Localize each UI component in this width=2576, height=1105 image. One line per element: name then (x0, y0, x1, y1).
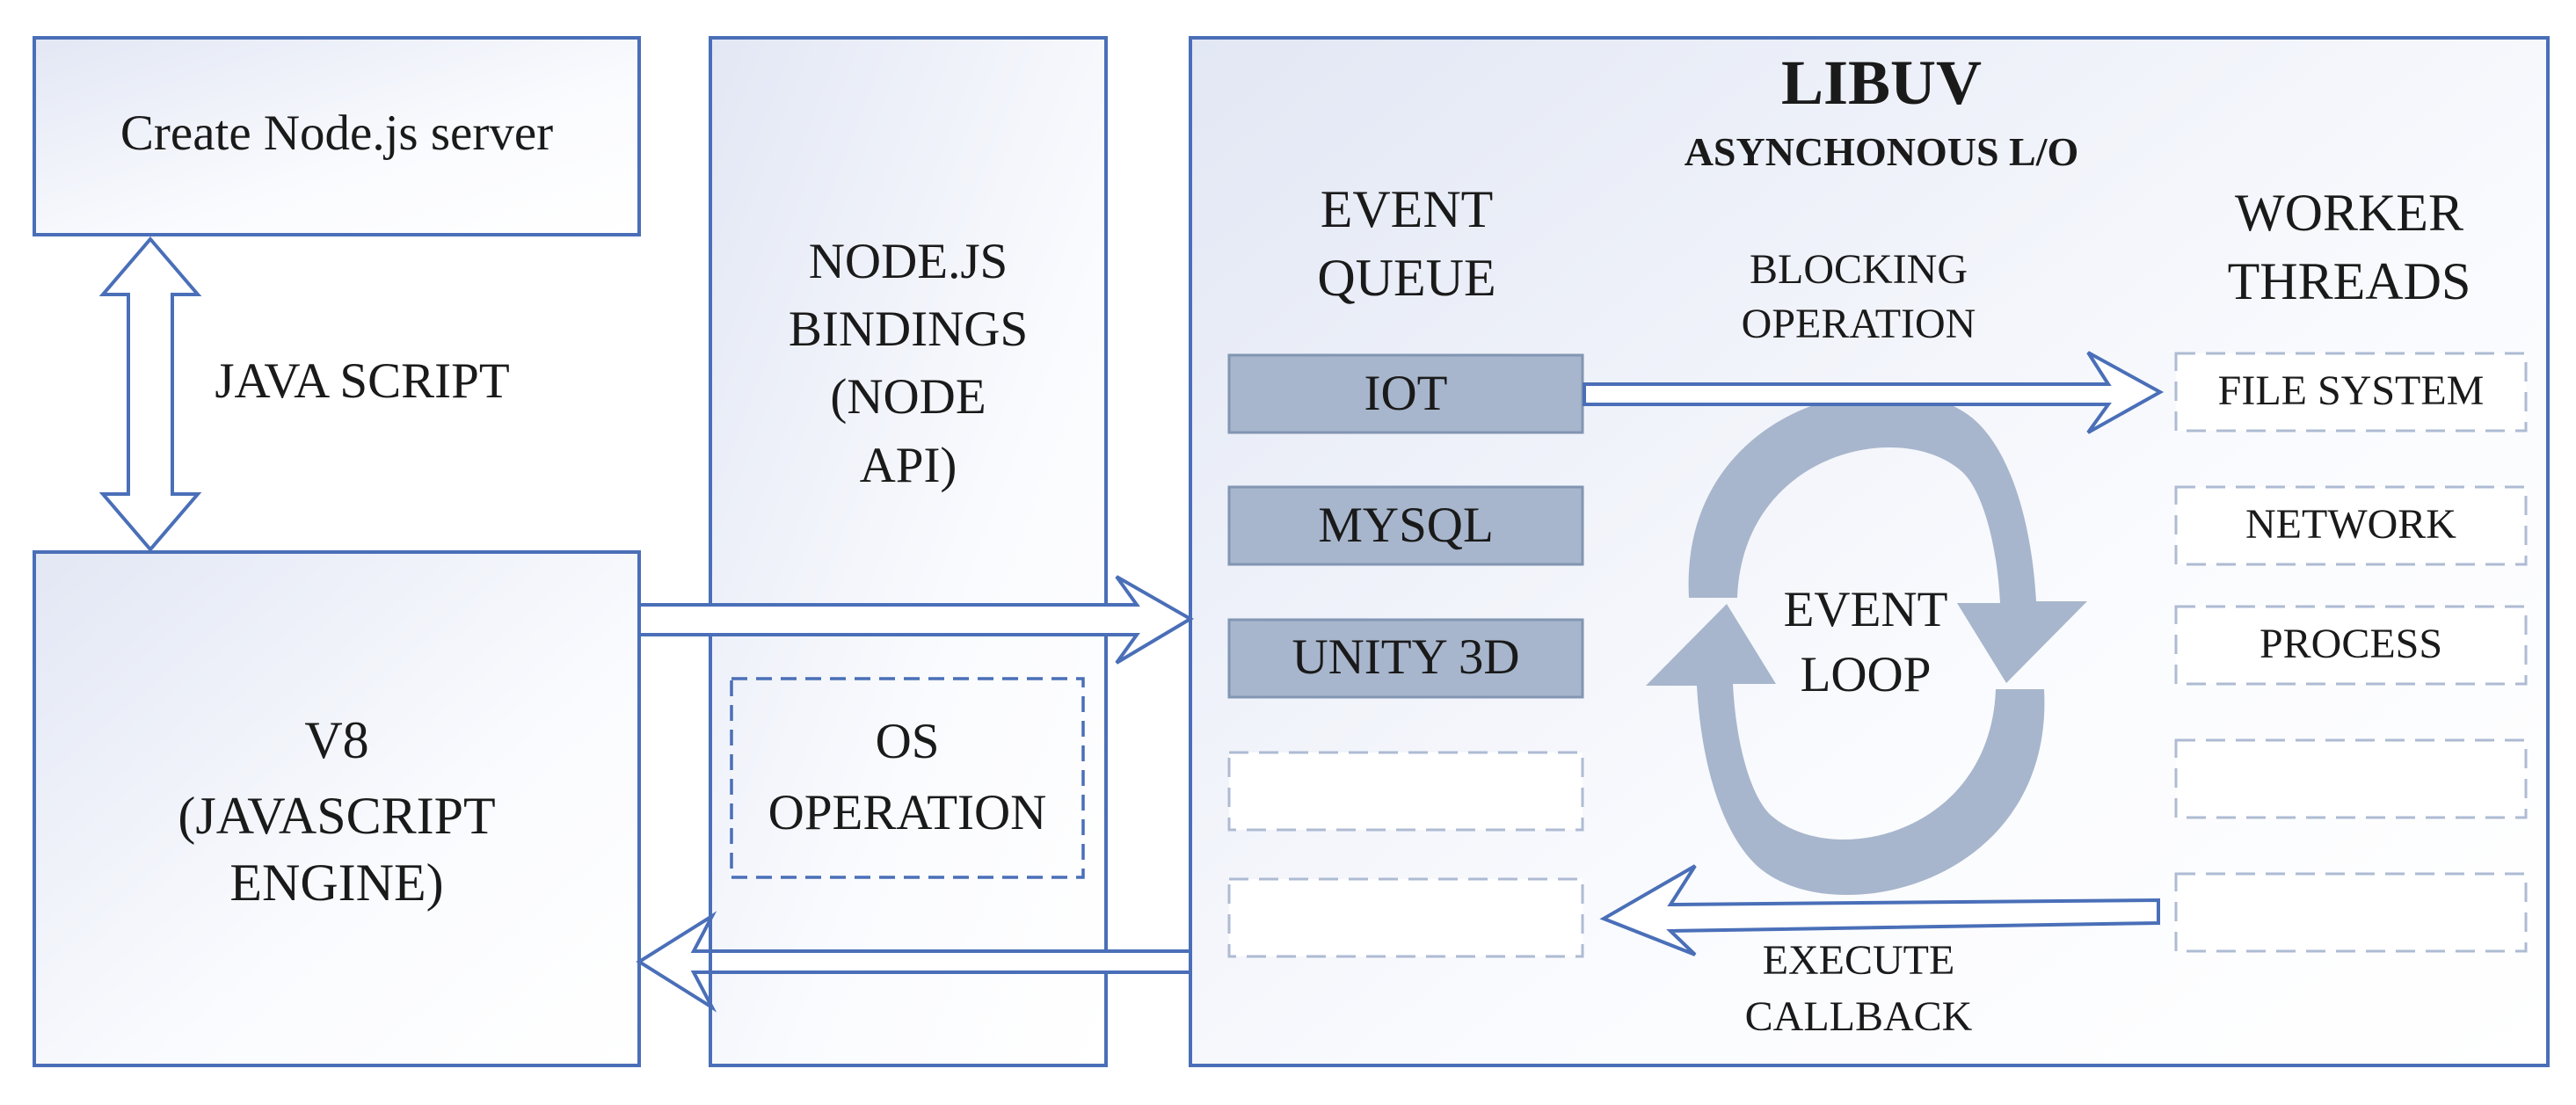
event-queue-empty-slot (1227, 751, 1584, 832)
event-queue-item-label: UNITY 3D (1292, 629, 1519, 685)
blocking-operation-line1: BLOCKING (1750, 246, 1968, 293)
blocking-operation-arrow (1583, 351, 2165, 434)
bindings-line1: NODE.JS (809, 234, 1008, 289)
nodejs-bindings-panel: NODE.JS BINDINGS (NODE API) OS OPERATION (709, 36, 1108, 1067)
v8-title: V8 (304, 711, 368, 769)
worker-thread-empty-slot (2174, 872, 2528, 953)
worker-threads-header-line1: WORKER (2235, 184, 2463, 242)
execute-callback-line1: EXECUTE (1763, 937, 1955, 984)
worker-thread-item-label: NETWORK (2245, 501, 2456, 548)
event-queue-empty-slot (1227, 877, 1584, 958)
os-label-line1: OS (876, 714, 940, 769)
event-queue-item: MYSQL (1227, 485, 1584, 566)
javascript-double-arrow (98, 236, 202, 553)
worker-thread-item-label: FILE SYSTEM (2218, 367, 2485, 414)
worker-thread-item: FILE SYSTEM (2174, 352, 2528, 433)
create-server-label: Create Node.js server (120, 105, 553, 161)
v8-to-libuv-arrow (637, 575, 1194, 665)
libuv-panel: LIBUV ASYNCHONOUS L/O EVENT QUEUE IOT MY… (1189, 36, 2550, 1067)
bindings-line2: BINDINGS (789, 302, 1028, 357)
worker-thread-empty-slot (2174, 738, 2528, 819)
event-queue-header-line2: QUEUE (1317, 249, 1495, 307)
event-loop-line2: LOOP (1801, 647, 1932, 702)
event-queue-item-label: MYSQL (1318, 498, 1494, 553)
blocking-operation-line2: OPERATION (1742, 301, 1976, 347)
event-loop-line1: EVENT (1784, 582, 1948, 637)
worker-thread-item-label: PROCESS (2259, 621, 2442, 667)
v8-subtitle-line1: (JAVASCRIPT (178, 787, 495, 845)
create-server-box: Create Node.js server (33, 36, 641, 236)
libuv-to-v8-arrow (636, 911, 1192, 1013)
worker-thread-item: PROCESS (2174, 605, 2528, 686)
execute-callback-line2: CALLBACK (1745, 993, 1973, 1040)
javascript-label: JAVA SCRIPT (215, 353, 509, 409)
v8-engine-box: V8 (JAVASCRIPT ENGINE) (33, 550, 641, 1067)
event-loop-lower-arrow (1646, 604, 2045, 896)
v8-subtitle-line2: ENGINE) (229, 854, 443, 912)
event-queue-item-label: IOT (1364, 366, 1448, 421)
event-queue-item: UNITY 3D (1227, 618, 1584, 699)
os-label-line2: OPERATION (768, 785, 1047, 840)
worker-thread-item: NETWORK (2174, 485, 2528, 566)
event-loop-upper-arrow (1688, 391, 2087, 683)
execute-callback-arrow (1599, 864, 2160, 956)
libuv-title: LIBUV (1781, 47, 1982, 118)
event-loop-cycle-icon (1646, 391, 2087, 896)
worker-threads-header-line2: THREADS (2228, 252, 2471, 310)
libuv-subtitle: ASYNCHONOUS L/O (1685, 129, 2079, 174)
bindings-line3: (NODE (830, 369, 986, 425)
os-operation-box: OS OPERATION (730, 677, 1085, 879)
event-queue-item: IOT (1227, 353, 1584, 434)
bindings-line4: API) (860, 438, 957, 493)
event-queue-header-line1: EVENT (1321, 180, 1494, 238)
